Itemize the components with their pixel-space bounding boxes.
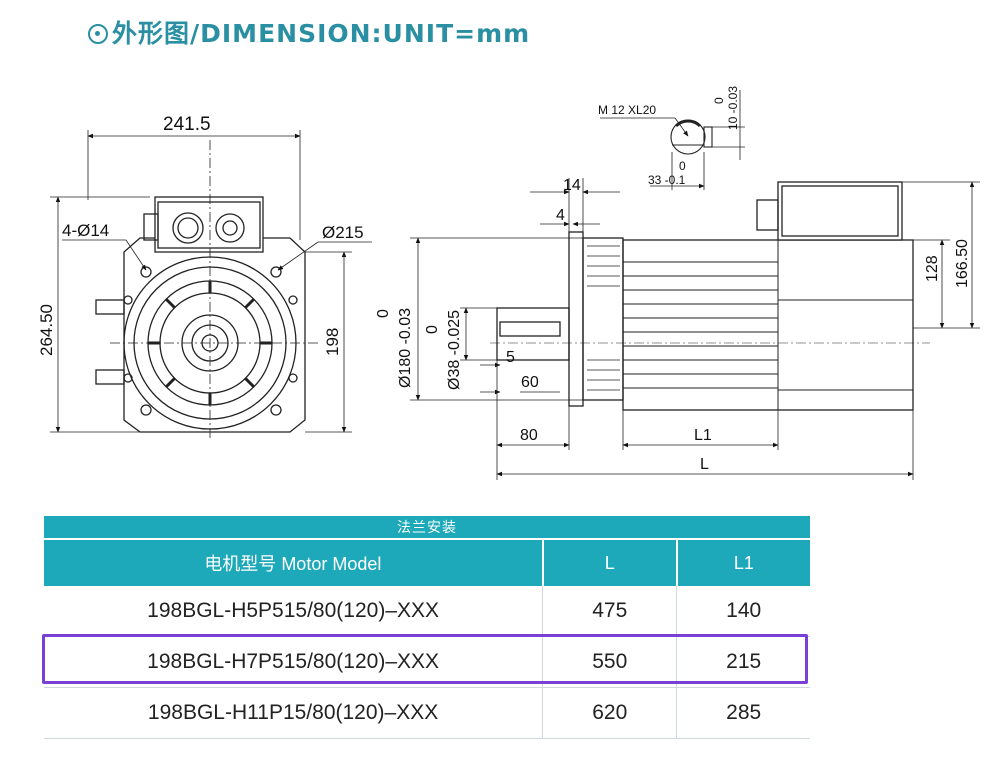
dim-keyway-upper: 0: [712, 97, 726, 104]
dim-total-length: L: [700, 456, 709, 473]
dim-key-height: 33 -0.1: [648, 173, 686, 187]
cell-model: 198BGL-H5P515/80(120)–XXX: [44, 586, 543, 637]
dim-thread: M 12 XL20: [598, 103, 656, 117]
header-model: 电机型号 Motor Model: [44, 538, 543, 586]
shaft-detail: [600, 90, 745, 190]
page-title: 外形图/DIMENSION:UNIT=mm: [88, 14, 530, 50]
side-view: [410, 178, 980, 480]
dim-key-length: 60: [521, 374, 539, 391]
dim-front-width: 241.5: [163, 114, 211, 135]
dim-center-height: 198: [323, 328, 342, 356]
header-l: L: [541, 538, 677, 586]
dim-flange-thickness: 14: [563, 177, 581, 194]
cell-l: 620: [542, 687, 677, 739]
cell-model: 198BGL-H7P515/80(120)–XXX: [44, 636, 543, 688]
dim-front-height: 264.50: [37, 304, 56, 356]
technical-drawing: 241.5 4-Ø14 Ø215 264.50 198 M 12 XL20 0 …: [37, 86, 980, 480]
cell-l1: 215: [676, 636, 810, 688]
dim-spigot-depth: 4: [556, 207, 565, 224]
dim-key-zero: 0: [679, 159, 686, 173]
dim-shaft-tol: 0: [424, 325, 441, 334]
front-view: [50, 130, 372, 440]
dim-key-offset: 5: [506, 349, 515, 366]
table-caption: 法兰安装: [397, 519, 457, 535]
cell-l: 550: [542, 636, 677, 688]
dim-spigot-dia: Ø180 -0.03: [397, 308, 414, 388]
table-row: 198BGL-H11P15/80(120)–XXX 620 285: [44, 687, 810, 739]
dim-pcd: Ø215: [322, 223, 364, 242]
dim-bolt-holes: 4-Ø14: [62, 221, 109, 240]
dim-body-length: L1: [694, 427, 712, 444]
dim-spigot-tol: 0: [375, 309, 392, 318]
cell-l: 475: [542, 586, 677, 637]
dim-keyway-lower: 10 -0.03: [726, 86, 740, 130]
table-row: 198BGL-H7P515/80(120)–XXX 550 215: [44, 636, 810, 688]
dim-shaft-length: 80: [520, 427, 538, 444]
title-text: 外形图/DIMENSION:UNIT=mm: [112, 19, 531, 48]
header-l1: L1: [675, 538, 810, 586]
cell-model: 198BGL-H11P15/80(120)–XXX: [44, 687, 543, 739]
model-table: 法兰安装 电机型号 Motor Model L L1 198BGL-H5P515…: [44, 516, 810, 739]
dim-box-height: 128: [924, 255, 941, 282]
target-icon: [88, 24, 108, 44]
cell-l1: 140: [676, 586, 810, 637]
dim-shaft-dia: Ø38 -0.025: [446, 310, 463, 390]
table-row: 198BGL-H5P515/80(120)–XXX 475 140: [44, 586, 810, 637]
cell-l1: 285: [676, 687, 810, 739]
dim-total-height: 166.50: [954, 239, 971, 288]
